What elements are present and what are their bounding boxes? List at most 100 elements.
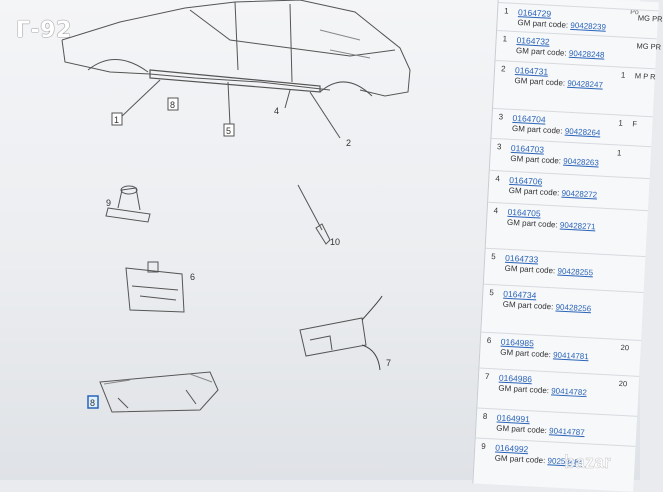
part-number-link[interactable]: 0164729 — [517, 7, 552, 19]
callout-6: 6 — [190, 272, 195, 282]
gm-part-code-link[interactable]: 90428239 — [570, 20, 607, 32]
diagram-svg: 1 2 4 5 6 7 8 8 9 10 — [61, 0, 411, 413]
row-position: 1 — [503, 6, 509, 16]
gm-part-code-link[interactable]: 90428263 — [563, 156, 600, 168]
car-wheel-rear — [319, 81, 373, 97]
clip-part — [105, 187, 151, 223]
row-position: 5 — [491, 252, 496, 262]
gm-part-code-label: GM part code: — [494, 453, 548, 466]
row-extra: 20 — [620, 342, 630, 353]
gm-part-code: GM part code: 90428272 — [509, 186, 598, 200]
leader-line — [119, 79, 161, 119]
row-quantity: 1 — [616, 148, 622, 158]
callout-1: 1 — [114, 115, 119, 125]
gm-part-code-label: GM part code: — [514, 75, 568, 88]
leader-line — [284, 89, 291, 109]
gm-part-code: GM part code: 90428248 — [516, 46, 605, 60]
callout-7: 7 — [386, 358, 391, 368]
part-number-link[interactable]: 0164991 — [496, 412, 531, 425]
callout-4: 4 — [274, 106, 279, 116]
row-quantity: 1 — [620, 70, 626, 80]
leader-line — [309, 91, 341, 139]
part-number-link[interactable]: 0164703 — [510, 142, 545, 155]
part-number-link[interactable]: 0164706 — [509, 174, 543, 187]
gm-part-code: GM part code: 90428239 — [517, 18, 606, 32]
callout-8b: 8 — [90, 398, 95, 408]
gm-part-code-label: GM part code: — [496, 423, 550, 436]
row-extra: MG PR — [637, 13, 663, 24]
gm-part-code: GM part code: 90414781 — [500, 348, 589, 362]
gm-part-code-label: GM part code: — [504, 263, 558, 276]
gm-part-code: GM part code: 90414787 — [496, 424, 585, 438]
gm-part-code-label: GM part code: — [502, 299, 556, 312]
row-position: 4 — [493, 206, 499, 216]
gm-part-code-link[interactable]: 90428248 — [568, 48, 605, 60]
gm-part-code-label: GM part code: — [506, 217, 561, 230]
screw-part — [297, 184, 331, 245]
row-position: 8 — [482, 411, 488, 422]
row-extra: M P R — [634, 71, 656, 82]
large-bracket-part — [99, 371, 219, 413]
car-door-line — [234, 1, 293, 83]
plate-part — [299, 317, 367, 357]
part-number-link[interactable]: 0164734 — [503, 288, 537, 301]
gm-part-code-link[interactable]: 90414782 — [550, 386, 588, 398]
gm-part-code: GM part code: 90428255 — [504, 264, 593, 278]
listing-overlay-label: Г-92 — [16, 18, 72, 43]
gm-part-code-label: GM part code: — [498, 383, 552, 396]
part-number-link[interactable]: 0164731 — [514, 65, 549, 77]
row-position: 7 — [484, 371, 490, 382]
gm-part-code-label: GM part code: — [510, 153, 564, 166]
bracket-part — [125, 267, 185, 313]
row-quantity: 1 — [618, 118, 624, 128]
callout-group: 1 2 4 5 6 7 8 8 9 10 — [87, 97, 391, 409]
car-wheel-front — [87, 59, 149, 73]
callout-8b-highlight — [87, 395, 99, 409]
callout-8a: 8 — [170, 100, 175, 110]
callout-2: 2 — [346, 138, 351, 148]
gm-part-code-link[interactable]: 90428272 — [561, 188, 598, 200]
parts-diagram: 1 2 4 5 6 7 8 8 9 10 — [61, 0, 411, 413]
gm-part-code: GM part code: 90428264 — [512, 124, 601, 138]
callout-9: 9 — [106, 198, 111, 208]
gm-part-code-label: GM part code: — [508, 185, 562, 198]
row-position: 9 — [481, 441, 486, 451]
part-number-link[interactable]: 0164733 — [504, 252, 539, 265]
watermark-logo: bazar — [564, 452, 612, 473]
gm-part-code: GM part code: 90428263 — [510, 154, 599, 168]
svg-text:bazar: bazar — [564, 452, 611, 472]
part-number-link[interactable]: 0164986 — [498, 372, 533, 385]
gm-part-code-link[interactable]: 90428255 — [557, 266, 594, 278]
row-position: 5 — [489, 287, 495, 298]
gm-part-code-label: GM part code: — [500, 347, 554, 360]
row-position: 2 — [500, 64, 506, 74]
gm-part-code: GM part code: 90428247 — [514, 76, 603, 90]
gm-part-code: GM part code: 90428271 — [507, 218, 596, 232]
gm-part-code-label: GM part code: — [515, 46, 570, 58]
callout-10: 10 — [330, 237, 340, 247]
row-position: 3 — [496, 142, 502, 152]
row-extra: 20 — [618, 378, 628, 389]
row-position: 4 — [495, 174, 501, 184]
gm-part-code-link[interactable]: 90428271 — [559, 220, 596, 232]
part-number-link[interactable]: 0164732 — [516, 35, 550, 47]
row-extra: MG PR — [636, 41, 662, 52]
gm-part-code-link[interactable]: 90414787 — [548, 426, 585, 438]
gm-part-code-link[interactable]: 90428247 — [567, 78, 604, 90]
callout-box — [111, 112, 123, 126]
part-number-link[interactable]: 0164985 — [500, 336, 535, 349]
gm-part-code-link[interactable]: 90428264 — [564, 126, 601, 138]
gm-part-code: GM part code: 90428256 — [503, 300, 592, 314]
part-number-link[interactable]: 0164704 — [512, 112, 546, 125]
gm-part-code-link[interactable]: 90428256 — [555, 302, 592, 314]
part-number-link[interactable]: 0164992 — [495, 442, 529, 455]
car-window-line — [189, 9, 396, 57]
part-number-link[interactable]: 0164705 — [507, 206, 541, 219]
car-rocker-line — [149, 69, 321, 93]
row-position: 1 — [502, 34, 508, 44]
leader-line — [227, 81, 231, 126]
callout-5: 5 — [226, 126, 231, 136]
gm-part-code-link[interactable]: 90414781 — [552, 350, 589, 362]
